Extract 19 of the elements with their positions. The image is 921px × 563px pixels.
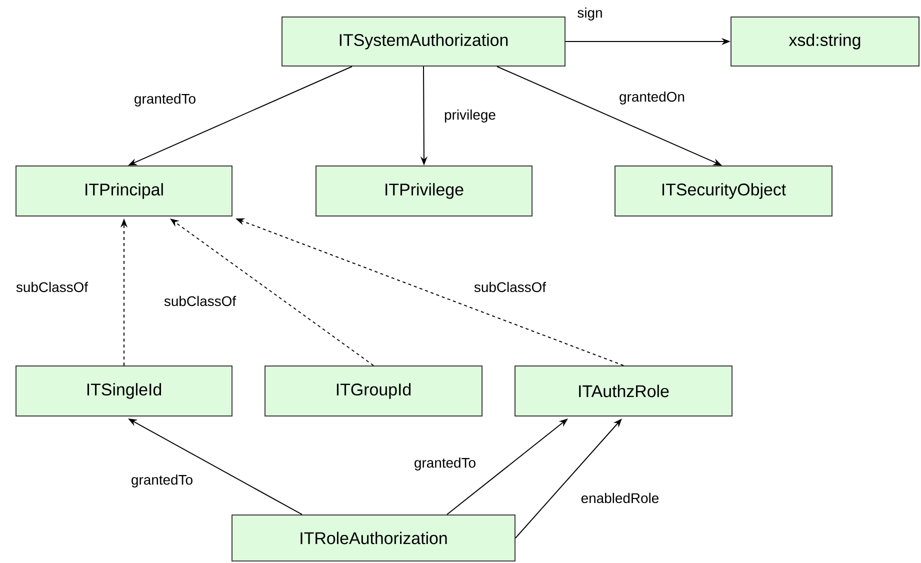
edge-label: grantedTo [412,456,478,472]
edge-label: privilege [443,108,497,124]
edge-label: grantedOn [618,90,686,106]
class-box: ITSystemAuthorization [282,16,566,66]
edge-label: subClassOf [472,280,548,294]
edge-label: subClassOf [14,280,90,294]
edge-label: enabledRole [580,492,660,504]
class-box: ITSingleId [16,366,232,416]
class-box: ITPrivilege [316,166,532,216]
edge-label: grantedTo [133,92,198,108]
class-box: ITRoleAuthorization [232,514,516,562]
edge-label: subClassOf [162,294,238,308]
class-box: ITAuthzRole [514,366,732,416]
edge-label: grantedTo [130,474,194,488]
class-box: ITPrincipal [16,166,232,216]
edge-label: sign [576,6,604,22]
class-box: ITGroupId [264,366,482,416]
class-box: ITSecurityObject [614,166,832,216]
class-box: xsd:string [730,16,920,66]
